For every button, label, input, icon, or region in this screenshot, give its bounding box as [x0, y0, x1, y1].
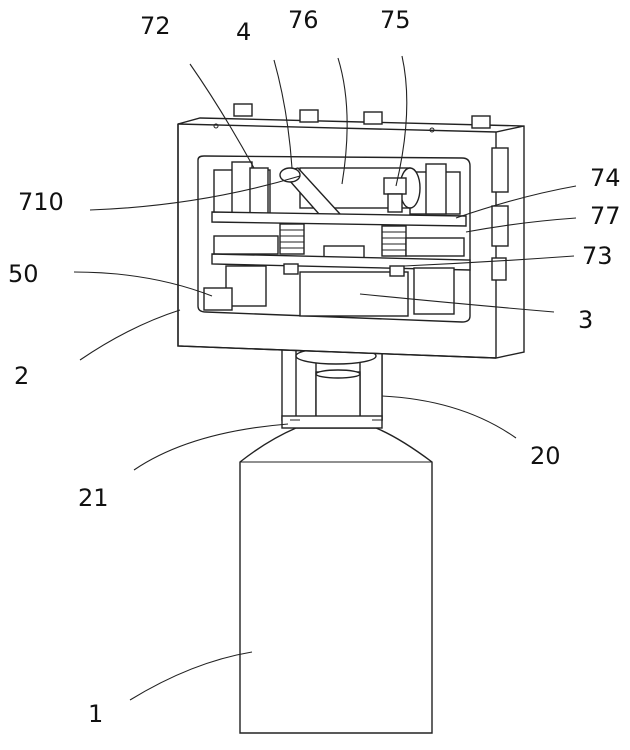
label-20: 20: [530, 442, 561, 470]
label-4: 4: [236, 18, 251, 46]
label-74: 74: [590, 164, 621, 192]
label-21: 21: [78, 484, 109, 512]
label-75: 75: [380, 6, 411, 34]
neck-bracket: [282, 345, 382, 428]
label-77: 77: [590, 202, 621, 230]
label-2: 2: [14, 362, 29, 390]
label-1: 1: [88, 700, 103, 728]
spring-right: [382, 226, 406, 256]
label-50: 50: [8, 260, 39, 288]
label-73: 73: [582, 242, 613, 270]
spring-left: [280, 224, 304, 254]
label-76: 76: [288, 6, 319, 34]
label-3: 3: [578, 306, 593, 334]
label-710: 710: [18, 188, 64, 216]
label-72: 72: [140, 12, 171, 40]
bottle-body: [240, 428, 432, 733]
